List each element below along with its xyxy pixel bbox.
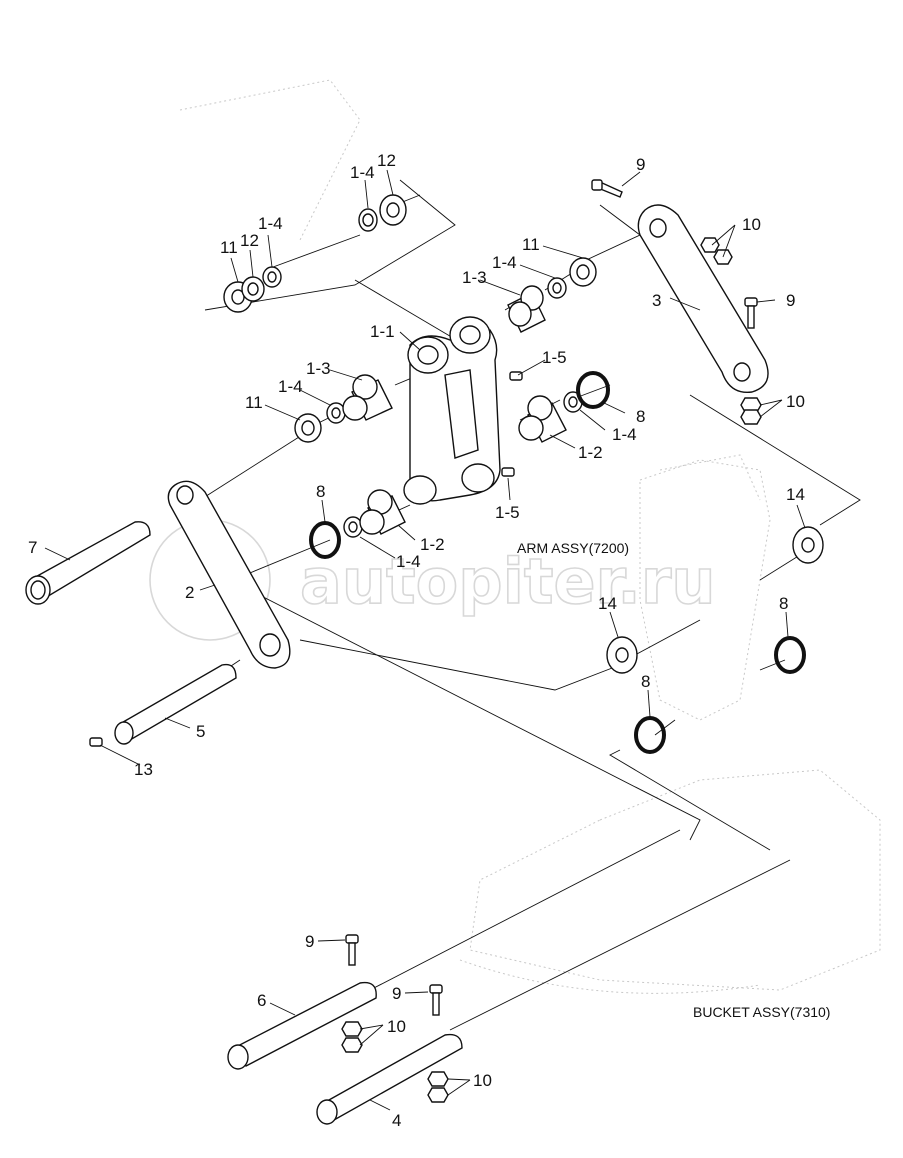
callout-10-top: 10 xyxy=(742,215,761,234)
callout-1-5-top: 1-5 xyxy=(542,348,567,367)
bucket-assy-label: BUCKET ASSY(7310) xyxy=(693,1004,830,1020)
callout-13: 13 xyxy=(134,760,153,779)
nuts-10-bottom-2 xyxy=(427,1071,449,1103)
callout-8-right: 8 xyxy=(636,407,645,426)
pin-6 xyxy=(227,981,377,1070)
callout-8-low: 8 xyxy=(641,672,650,691)
callout-11-mid: 11 xyxy=(522,235,540,254)
callout-10-bottom-1: 10 xyxy=(387,1017,406,1036)
bolt-9-bottom-2 xyxy=(429,984,443,1016)
callout-9-right: 9 xyxy=(786,291,795,310)
grease-nipple-1-5-top xyxy=(509,371,523,381)
washer-14-mid xyxy=(606,636,638,674)
callout-4: 4 xyxy=(392,1111,401,1130)
callout-labels: 12 1-4 11 12 1-4 9 10 11 1-4 1-3 3 9 1-1… xyxy=(28,151,805,1130)
callout-2: 2 xyxy=(185,583,194,602)
callout-1-4-mid: 1-4 xyxy=(492,253,517,272)
callout-10-right: 10 xyxy=(786,392,805,411)
grease-nipple-13 xyxy=(89,737,103,747)
nuts-10-bottom-1 xyxy=(341,1021,363,1053)
arm-assy-label: ARM ASSY(7200) xyxy=(517,540,629,556)
nuts-10-top xyxy=(700,237,733,265)
callout-11-low: 11 xyxy=(245,393,263,412)
bushing-group-right xyxy=(518,371,610,443)
o-ring-8-far xyxy=(774,636,806,674)
nuts-10-right xyxy=(740,397,762,425)
watermark: autopiter.ru xyxy=(149,519,716,641)
callout-1-2-low: 1-2 xyxy=(420,535,445,554)
pin-7 xyxy=(25,521,151,605)
callout-12-top: 12 xyxy=(377,151,396,170)
leader-lines xyxy=(44,169,806,1111)
bushing-group-upper xyxy=(507,257,597,333)
grease-nipple-1-5-low xyxy=(501,467,515,477)
callout-6: 6 xyxy=(257,991,266,1010)
link-1-1 xyxy=(403,316,501,505)
callout-1-4-right: 1-4 xyxy=(612,425,637,444)
callout-14-right: 14 xyxy=(786,485,805,504)
link-3 xyxy=(637,204,769,394)
callout-8-far: 8 xyxy=(779,594,788,613)
callout-5: 5 xyxy=(196,722,205,741)
callout-14-mid: 14 xyxy=(598,594,617,613)
washer-group-top xyxy=(358,194,407,232)
callout-9-bottom-1: 9 xyxy=(305,932,314,951)
pin-5 xyxy=(114,663,237,745)
callout-9-top: 9 xyxy=(636,155,645,174)
callout-3: 3 xyxy=(652,291,661,310)
callout-1-1: 1-1 xyxy=(370,322,395,341)
callout-9-bottom-2: 9 xyxy=(392,984,401,1003)
bolt-9-right xyxy=(744,297,758,329)
callout-1-4-top: 1-4 xyxy=(350,163,375,182)
bushing-group-lower xyxy=(309,489,406,559)
callout-11-left: 11 xyxy=(220,238,238,257)
callout-1-2-right: 1-2 xyxy=(578,443,603,462)
callout-1-4-low: 1-4 xyxy=(278,377,303,396)
callout-1-3-low: 1-3 xyxy=(306,359,331,378)
arm-ghost-outline xyxy=(179,79,771,721)
callout-1-5-low: 1-5 xyxy=(495,503,520,522)
callout-8-left: 8 xyxy=(316,482,325,501)
callout-7: 7 xyxy=(28,538,37,557)
washer-14-right xyxy=(792,526,824,564)
callout-1-4-bottom: 1-4 xyxy=(396,552,421,571)
bucket-ghost-outline xyxy=(459,769,881,994)
callout-10-bottom-2: 10 xyxy=(473,1071,492,1090)
bolt-9-top xyxy=(591,179,623,198)
bushing-group-left-mid xyxy=(294,374,393,443)
callout-1-3-mid: 1-3 xyxy=(462,268,487,287)
watermark-text: autopiter.ru xyxy=(300,545,716,618)
callout-12-left: 12 xyxy=(240,231,259,250)
o-ring-8-low xyxy=(634,716,666,754)
link-2 xyxy=(167,480,291,669)
callout-1-4-left: 1-4 xyxy=(258,214,283,233)
pin-4 xyxy=(316,1033,463,1125)
bolt-9-bottom-1 xyxy=(345,934,359,966)
